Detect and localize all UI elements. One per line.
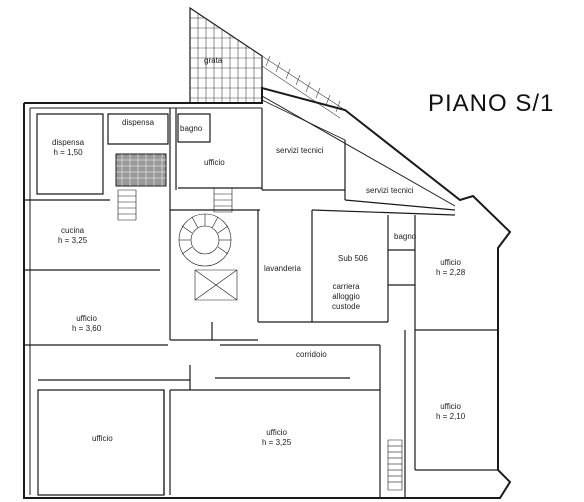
room-label-servizi-tecnici-2: servizi tecnici bbox=[366, 186, 414, 195]
room-label-corridoio: corridoio bbox=[296, 350, 327, 359]
grata-hatch bbox=[190, 8, 345, 118]
spiral-staircase bbox=[178, 213, 237, 300]
plan-title: PIANO S/1 bbox=[428, 90, 555, 117]
room-label-ufficio-bottom-left: ufficio bbox=[92, 434, 113, 443]
room-label-grata: grata bbox=[204, 56, 223, 65]
room-label-ufficio-top: ufficio bbox=[204, 158, 225, 167]
room-label-lavanderia: lavanderia bbox=[264, 264, 301, 273]
room-label-bagno-top: bagno bbox=[180, 124, 203, 133]
room-label-sub: Sub 506 bbox=[338, 254, 368, 263]
room-label-dispensa-small: dispensa bbox=[122, 118, 155, 127]
room-label-servizi-tecnici-1: servizi tecnici bbox=[276, 146, 324, 155]
room-label-bagno-right: bagno bbox=[394, 232, 417, 241]
